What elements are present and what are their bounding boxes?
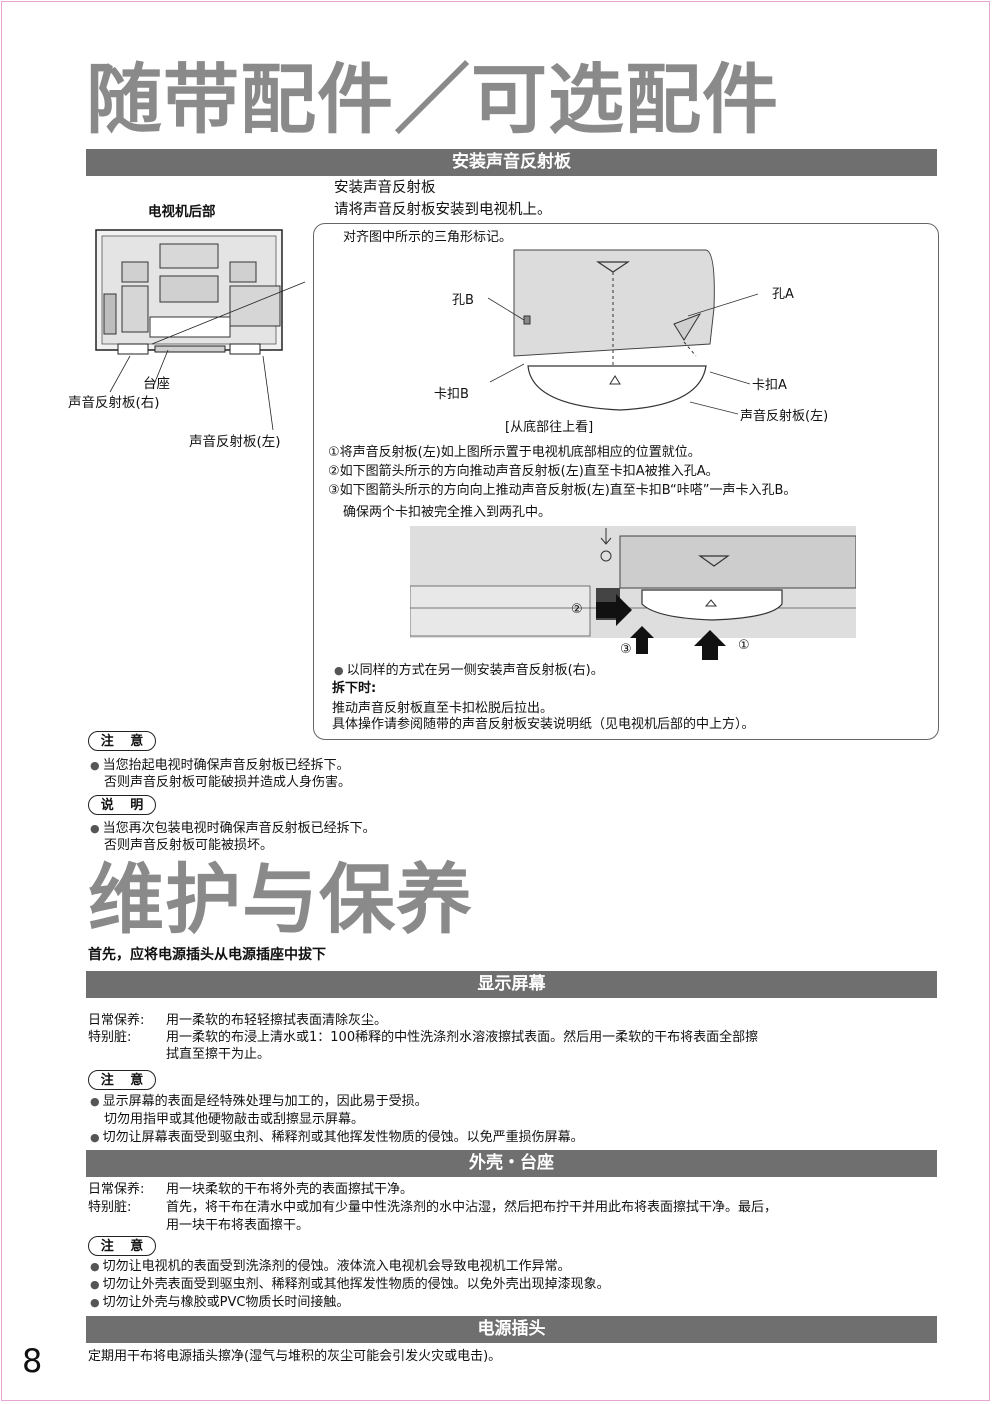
section-bar-cabinet: 外壳・台座 [86,1150,937,1177]
align-note: 对齐图中所示的三角形标记。 [343,230,513,245]
section-bar-label: 显示屏幕 [477,974,546,994]
label-reflector-left: 声音反射板(左) [189,434,281,450]
page-title-accessories: 随带配件／可选配件 [86,55,779,144]
bottom-view-caption: [从底部往上看] [505,420,594,435]
push-label-2: ② [571,602,583,617]
display-dirty-label: 特别脏: [88,1030,132,1045]
same-way-text: 以同样的方式在另一侧安装声音反射板(右)。 [346,663,604,678]
caution-text: 切勿让外壳与橡胶或PVC物质长时间接触。 [102,1295,350,1310]
display-dirty-text-2: 拭直至擦干为止。 [166,1047,271,1062]
label-hole-a: 孔A [772,287,794,302]
section-bar-plug: 电源插头 [86,1316,937,1343]
step-number-3: ③ [328,483,340,498]
push-diagram [410,526,856,660]
bottom-view-diagram [487,249,759,415]
section-bar-label: 外壳・台座 [469,1153,554,1173]
caution-text: 当您抬起电视时确保声音反射板已经拆下。 [102,758,350,773]
page-title-maintenance: 维护与保养 [88,855,473,944]
display-caution-2: 切勿让屏幕表面受到驱虫剂、稀释剂或其他挥发性物质的侵蚀。以免严重损伤屏幕。 [90,1129,584,1146]
tv-rear-label: 电视机后部 [148,204,216,220]
label-clip-b: 卡扣B [434,387,469,402]
caution-text: 切勿让屏幕表面受到驱虫剂、稀释剂或其他挥发性物质的侵蚀。以免严重损伤屏幕。 [102,1130,584,1145]
step-number-2: ② [328,464,340,479]
display-daily-label: 日常保养: [88,1013,145,1028]
cabinet-daily-label: 日常保养: [88,1182,145,1197]
instruction-box [313,223,939,740]
same-way-note: 以同样的方式在另一侧安装声音反射板(右)。 [334,662,604,679]
section-bar-label: 电源插头 [477,1319,546,1339]
step-3: ③如下图箭头所示的方向向上推动声音反射板(左)直至卡扣B“咔嗒”一声卡入孔B。 [328,482,796,499]
display-daily-text: 用一柔软的布轻轻擦拭表面清除灰尘。 [166,1013,388,1028]
cabinet-caution-1: 切勿让电视机的表面受到洗涤剂的侵蚀。液体流入电视机会导致电视机工作异常。 [90,1258,571,1275]
label-reflector-right: 声音反射板(右) [68,395,160,411]
push-label-1: ① [738,638,750,653]
removal-text-2: 具体操作请参阅随带的声音反射板安装说明纸（见电视机后部的中上方）。 [332,717,755,732]
display-caution-1: 显示屏幕的表面是经特殊处理与加工的，因此易于受损。 [90,1093,428,1110]
page-number: 8 [22,1342,43,1380]
removal-text-1: 推动声音反射板直至卡扣松脱后拉出。 [332,701,554,716]
step-1: ①将声音反射板(左)如上图所示置于电视机底部相应的位置就位。 [328,444,701,461]
label-reflector-left-2: 声音反射板(左) [740,409,829,424]
first-note: 首先，应将电源插头从电源插座中拔下 [88,947,326,963]
display-dirty-text-1: 用一柔软的布浸上清水或1：100稀释的中性洗涤剂水溶液擦拭表面。然后用一柔软的干… [166,1030,759,1045]
step-3-continued: 确保两个卡扣被完全推入到两孔中。 [343,505,552,520]
caution-badge: 注 意 [88,1070,156,1090]
step-text: 如下图箭头所示的方向向上推动声音反射板(左)直至卡扣B“咔嗒”一声卡入孔B。 [339,483,797,498]
note-item-cont: 否则声音反射板可能被损坏。 [104,838,274,853]
label-clip-a: 卡扣A [752,378,787,393]
section-bar-display: 显示屏幕 [86,971,937,998]
caution-item-cont: 否则声音反射板可能破损并造成人身伤害。 [104,775,352,790]
note-text: 当您再次包装电视时确保声音反射板已经拆下。 [102,821,376,836]
reflector-heading-1: 安装声音反射板 [334,180,436,196]
cabinet-dirty-label: 特别脏: [88,1200,132,1215]
cabinet-caution-3: 切勿让外壳与橡胶或PVC物质长时间接触。 [90,1294,350,1311]
step-2: ②如下图箭头所示的方向推动声音反射板(左)直至卡扣A被推入孔A。 [328,463,719,480]
caution-text: 切勿让电视机的表面受到洗涤剂的侵蚀。液体流入电视机会导致电视机工作异常。 [102,1259,571,1274]
step-number-1: ① [328,445,340,460]
note-badge: 说 明 [88,795,156,815]
tv-rear-diagram [95,229,306,431]
display-caution-1b: 切勿用指甲或其他硬物敲击或刮擦显示屏幕。 [104,1112,365,1127]
label-hole-b: 孔B [452,293,474,308]
cabinet-dirty-text-2: 用一块干布将表面擦干。 [166,1218,310,1233]
note-item: 当您再次包装电视时确保声音反射板已经拆下。 [90,820,376,837]
caution-text: 切勿让外壳表面受到驱虫剂、稀释剂或其他挥发性物质的侵蚀。以免外壳出现掉漆现象。 [102,1277,610,1292]
section-bar-reflector: 安装声音反射板 [86,149,937,176]
caution-badge: 注 意 [88,1236,156,1256]
cabinet-caution-2: 切勿让外壳表面受到驱虫剂、稀释剂或其他挥发性物质的侵蚀。以免外壳出现掉漆现象。 [90,1276,610,1293]
cabinet-dirty-text-1: 首先，将干布在清水中或加有少量中性洗涤剂的水中沾湿，然后把布拧干并用此布将表面擦… [166,1200,778,1215]
step-text: 将声音反射板(左)如上图所示置于电视机底部相应的位置就位。 [339,445,701,460]
plug-text: 定期用干布将电源插头擦净(湿气与堆积的灰尘可能会引发火灾或电击)。 [88,1349,502,1364]
caution-item: 当您抬起电视时确保声音反射板已经拆下。 [90,757,350,774]
reflector-heading-2: 请将声音反射板安装到电视机上。 [334,202,552,218]
caution-badge: 注 意 [88,731,156,751]
caution-text: 显示屏幕的表面是经特殊处理与加工的，因此易于受损。 [102,1094,428,1109]
cabinet-daily-text: 用一块柔软的干布将外壳的表面擦拭干净。 [166,1182,414,1197]
label-stand: 台座 [143,376,170,392]
removal-heading: 拆下时: [332,681,377,696]
section-bar-label: 安装声音反射板 [452,152,571,172]
push-label-3: ③ [620,642,632,657]
step-text: 如下图箭头所示的方向推动声音反射板(左)直至卡扣A被推入孔A。 [339,464,719,479]
